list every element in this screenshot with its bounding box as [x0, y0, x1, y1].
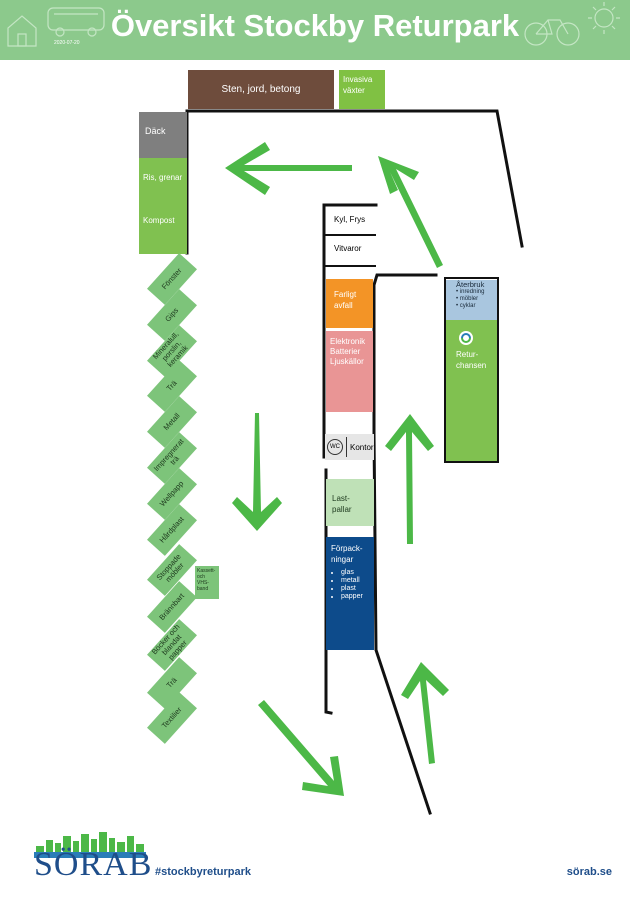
list-item: • cyklar: [456, 303, 476, 309]
area-kontor: WC Kontor: [325, 434, 374, 460]
arrow-left: [225, 142, 352, 195]
area-farligt-avfall: Farligt avfall: [326, 279, 373, 328]
container-label: Trä: [164, 675, 179, 690]
container-label: Metall: [161, 411, 182, 433]
returchansen-logo-icon: [459, 331, 473, 345]
container-label: Trä: [164, 378, 179, 393]
area-label: Invasiva växter: [343, 75, 373, 95]
divider: [346, 437, 347, 457]
area-label: Sten, jord, betong: [221, 84, 301, 95]
area-label: Kontor: [350, 442, 374, 452]
list-item: metall: [341, 577, 374, 585]
area-invasiva-vaxter: Invasiva växter: [339, 70, 385, 109]
area-label-kompost: Kompost: [143, 216, 175, 225]
area-forpackningar: Förpack- ningar glasmetallplastpapper: [326, 537, 374, 650]
area-label: Vitvaror: [334, 244, 362, 253]
wc-icon: WC: [327, 439, 343, 455]
container-label: Fönster: [159, 266, 184, 292]
brand-logo-text: SÖRAB: [34, 846, 153, 883]
container-label: Textilier: [159, 705, 184, 731]
area-kassett-vhs: Kassett- och VHS- band: [195, 566, 219, 599]
page-title: Översikt Stockby Returpark: [110, 8, 520, 43]
bike-sun-illustration: [524, 2, 620, 46]
area-lastpallar: Last- pallar: [326, 479, 374, 526]
area-ris-kompost: Ris, grenar Kompost: [139, 158, 187, 254]
list-item: plast: [341, 585, 374, 593]
area-label: Däck: [145, 126, 166, 136]
container-label: Gips: [163, 305, 181, 324]
header-banner: [0, 0, 630, 60]
footer-url[interactable]: sörab.se: [566, 866, 612, 878]
area-label: Kassett- och VHS- band: [197, 568, 216, 592]
arrow-up-right: [378, 156, 443, 268]
list-item: papper: [341, 593, 374, 601]
inner-road-border: [372, 273, 438, 815]
arrow-down-right: [258, 700, 344, 796]
area-sten-jord-betong: Sten, jord, betong: [188, 70, 334, 109]
list-item: glas: [341, 569, 374, 577]
arrow-down-left: [232, 413, 282, 531]
area-label: Återbruk: [456, 280, 485, 289]
traffic-arrows: [225, 142, 449, 796]
footer-hashtag[interactable]: #stockbyreturpark: [155, 866, 251, 878]
area-label-ris: Ris, grenar: [143, 173, 183, 182]
arrow-up-bottom: [401, 662, 449, 764]
outer-road-border: [185, 109, 524, 255]
reuse-list: • inredning• möbler• cyklar: [456, 289, 497, 310]
area-label: Elektronik Batterier Ljuskällor: [330, 337, 366, 366]
area-dack: Däck: [139, 112, 187, 158]
house-bus-illustration: [7, 7, 105, 47]
reuse-building-frame: [444, 277, 499, 463]
area-label: Kyl, Frys: [334, 215, 366, 224]
area-label: Farligt avfall: [334, 290, 357, 310]
date-label: 2020-07-20: [54, 40, 80, 46]
area-label: Retur- chansen: [456, 350, 487, 370]
area-vitvaror: Vitvaror: [334, 243, 374, 263]
area-returchansen: Retur- chansen: [446, 320, 497, 461]
list-item: • möbler: [456, 296, 479, 302]
list-item: • inredning: [456, 289, 485, 295]
area-aterbruk: Återbruk • inredning• möbler• cyklar: [446, 280, 497, 320]
area-label: Förpack- ningar: [331, 544, 363, 564]
packaging-list: glasmetallplastpapper: [331, 569, 374, 601]
sorab-skyline-logo: [34, 832, 146, 858]
area-label: Last- pallar: [332, 494, 352, 514]
area-kyl-frys: Kyl, Frys: [334, 214, 374, 234]
arrow-up-center: [385, 414, 434, 544]
area-elektronik: Elektronik Batterier Ljuskällor: [326, 331, 373, 412]
